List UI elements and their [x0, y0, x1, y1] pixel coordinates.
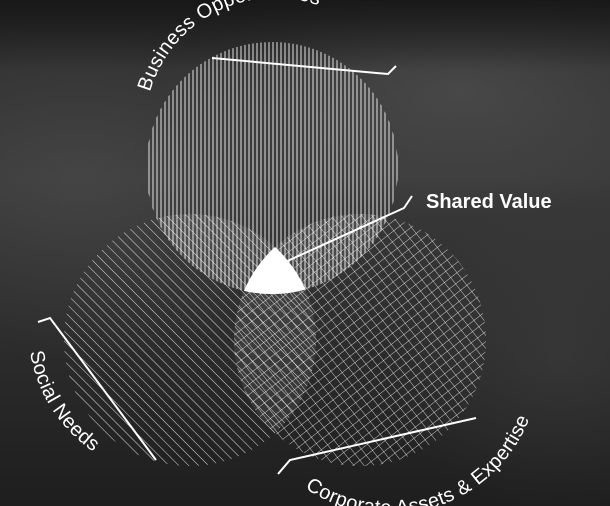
shared-value-label: Shared Value — [426, 191, 552, 213]
business-label-line — [211, 57, 397, 76]
social-label-line — [37, 316, 157, 461]
shared-value-region — [234, 214, 316, 294]
shared-value-line — [271, 195, 413, 269]
corporate-label-line — [277, 417, 477, 475]
business-opportunities-circle — [146, 42, 398, 294]
